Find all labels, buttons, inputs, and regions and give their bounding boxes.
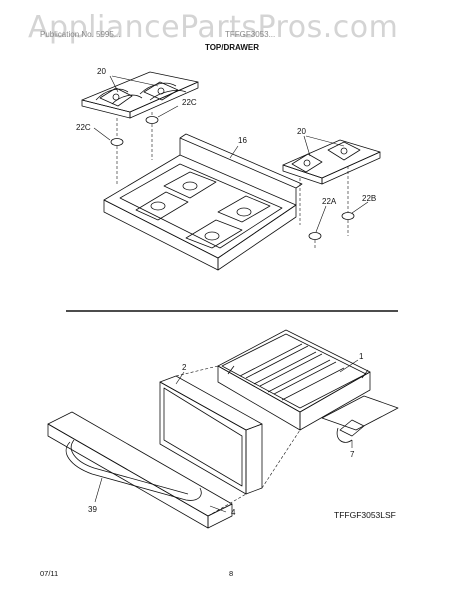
callout-cooktop: 16 [238,136,247,145]
header-model-label: TFFGF3053... [225,30,276,39]
callout-labels: 20 22C 22C 16 20 22A 22B 2 1 7 39 4 [76,67,376,517]
callout-drawer-panel: 2 [182,363,187,372]
bottom-assembly-lines [175,365,301,517]
top-assembly-lines [116,112,349,250]
callout-grate-left: 20 [97,67,106,76]
callout-cap-22b: 22B [362,194,376,203]
roller-bracket [321,395,399,443]
footer-date: 07/11 [40,569,59,578]
publication-label: Publication No. 5995... [40,30,121,39]
callout-front: 4 [231,508,236,517]
drawer-front [47,411,233,529]
callout-drawer-body: 1 [359,352,364,361]
left-grate [81,71,199,119]
footer-page-number: 8 [229,569,234,578]
burner-caps [110,116,355,240]
callout-cap-22c-left: 22C [76,123,91,132]
bottom-leader-lines [94,359,359,513]
callout-grate-right: 20 [297,127,306,136]
model-code: TFFGF3053LSF [334,510,396,520]
callout-cap-22a: 22A [322,197,337,206]
callout-roller: 7 [350,450,355,459]
drawer-panel [159,375,263,495]
right-grate [282,139,381,185]
top-leader-lines [93,75,369,233]
callout-cap-22c-right: 22C [182,98,197,107]
cooktop-main-top [103,133,303,271]
callout-handle: 39 [88,505,97,514]
drawer-body [217,329,371,431]
site-watermark: AppliancePartsPros.com [28,10,399,45]
section-title: TOP/DRAWER [204,43,260,52]
